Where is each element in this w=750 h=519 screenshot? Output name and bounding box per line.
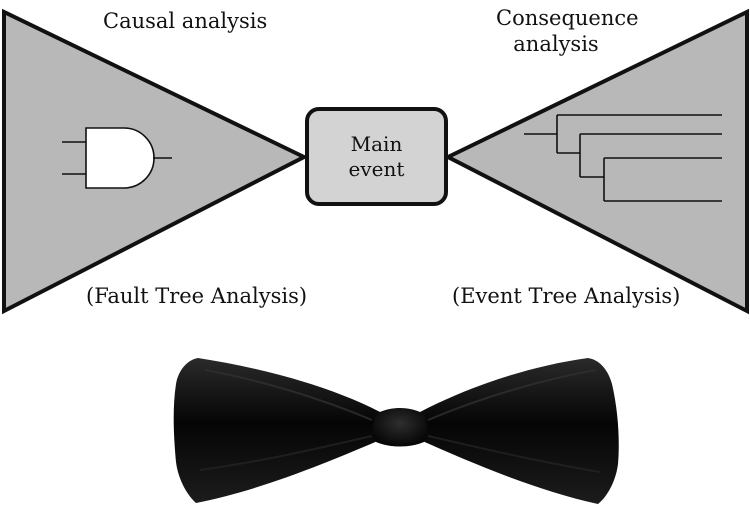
event-tree-analysis-label: (Event Tree Analysis) bbox=[452, 284, 681, 308]
consequence-label-line1: Consequence bbox=[496, 6, 639, 30]
consequence-label-line2: analysis bbox=[513, 32, 599, 56]
consequence-triangle bbox=[443, 8, 749, 315]
bowtie-right-wing bbox=[420, 358, 619, 504]
consequence-analysis-label: Consequence analysis bbox=[496, 5, 639, 57]
fault-tree-analysis-label: (Fault Tree Analysis) bbox=[86, 284, 308, 308]
event-tree-icon bbox=[524, 114, 722, 202]
bowtie-left-wing bbox=[173, 358, 380, 503]
bowtie-illustration bbox=[173, 358, 619, 504]
main-event-box bbox=[305, 107, 448, 206]
and-gate-icon bbox=[62, 127, 172, 189]
causal-analysis-label: Causal analysis bbox=[103, 9, 268, 33]
bowtie-knot bbox=[373, 408, 427, 447]
